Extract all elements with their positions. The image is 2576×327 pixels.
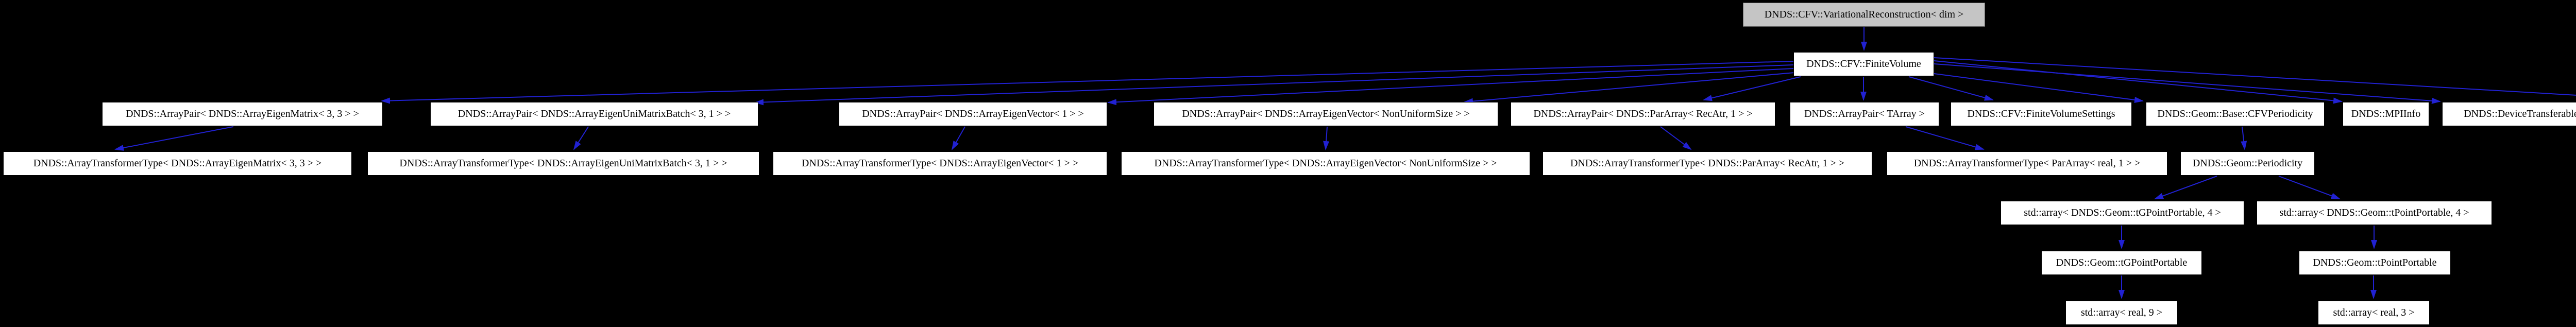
edge-pair-tarray-to-xform-pararray-real: [1905, 126, 1985, 150]
graph-node-xform-eigenvector1[interactable]: DNDS::ArrayTransformerType< DNDS::ArrayE…: [773, 151, 1107, 176]
graph-node-pair-eigenmatrix[interactable]: DNDS::ArrayPair< DNDS::ArrayEigenMatrix<…: [102, 102, 383, 126]
graph-node-pair-unimatrixbatch[interactable]: DNDS::ArrayPair< DNDS::ArrayEigenUniMatr…: [430, 102, 758, 126]
edge-finite-volume-to-pair-unimatrixbatch: [754, 64, 1794, 106]
graph-node-array-real9[interactable]: std::array< real, 9 >: [2065, 301, 2178, 325]
edge-finite-volume-to-finite-volume-settings: [1908, 76, 1994, 101]
graph-node-xform-eigenmatrix[interactable]: DNDS::ArrayTransformerType< DNDS::ArrayE…: [3, 151, 352, 176]
graph-node-xform-pararray-real[interactable]: DNDS::ArrayTransformerType< ParArray< re…: [1887, 151, 2167, 176]
graph-node-tpointportable[interactable]: DNDS::Geom::tPointPortable: [2299, 251, 2451, 275]
graph-node-tgpointportable[interactable]: DNDS::Geom::tGPointPortable: [2041, 251, 2202, 275]
edge-pair-pararray-recatr-to-xform-pararray-recatr: [1660, 126, 1692, 150]
graph-node-pair-eigenvector1[interactable]: DNDS::ArrayPair< DNDS::ArrayEigenVector<…: [839, 102, 1107, 126]
graph-node-variational-reconstruction[interactable]: DNDS::CFV::VariationalReconstruction< di…: [1743, 3, 1985, 27]
graph-node-xform-pararray-recatr[interactable]: DNDS::ArrayTransformerType< DNDS::ParArr…: [1543, 151, 1872, 176]
edge-finite-volume-to-pair-pararray-recatr: [1703, 76, 1801, 101]
edge-finite-volume-to-std-set-index: [1934, 57, 2576, 96]
edge-pair-eigenvector1-to-xform-eigenvector1: [952, 126, 965, 150]
graph-node-geom-periodicity[interactable]: DNDS::Geom::Periodicity: [2180, 151, 2315, 176]
edge-finite-volume-to-pair-eigenvector-nus: [1464, 72, 1795, 105]
edge-finite-volume-to-mpi-info: [1934, 60, 2343, 104]
edge-finite-volume-to-cfv-periodicity: [1934, 73, 2144, 103]
edge-finite-volume-to-pair-eigenvector1: [1107, 68, 1794, 106]
edge-geom-periodicity-to-array-tgpointportable4: [2154, 176, 2217, 199]
edge-pair-eigenmatrix-to-xform-eigenmatrix: [114, 126, 234, 151]
graph-node-xform-unimatrixbatch[interactable]: DNDS::ArrayTransformerType< DNDS::ArrayE…: [367, 151, 759, 176]
edge-cfv-periodicity-to-geom-periodicity: [2241, 126, 2247, 150]
graph-node-pair-eigenvector-nus[interactable]: DNDS::ArrayPair< DNDS::ArrayEigenVector<…: [1154, 102, 1498, 126]
graph-node-device-transferable[interactable]: DNDS::DeviceTransferable< FiniteVolume >: [2442, 102, 2576, 126]
graph-node-finite-volume[interactable]: DNDS::CFV::FiniteVolume: [1793, 52, 1934, 76]
graph-node-array-tpointportable4[interactable]: std::array< DNDS::Geom::tPointPortable, …: [2257, 201, 2492, 225]
graph-node-finite-volume-settings[interactable]: DNDS::CFV::FiniteVolumeSettings: [1951, 102, 2132, 126]
graph-node-xform-eigenvector-nus[interactable]: DNDS::ArrayTransformerType< DNDS::ArrayE…: [1121, 151, 1530, 176]
graph-node-pair-tarray[interactable]: DNDS::ArrayPair< TArray >: [1790, 102, 1939, 126]
edge-finite-volume-to-device-transferable: [1934, 63, 2441, 104]
graph-node-cfv-periodicity[interactable]: DNDS::Geom::Base::CFVPeriodicity: [2146, 102, 2325, 126]
edge-pair-unimatrixbatch-to-xform-unimatrixbatch: [573, 126, 589, 150]
edge-finite-volume-to-pair-eigenmatrix: [381, 61, 1794, 104]
graph-node-array-real3[interactable]: std::array< real, 3 >: [2318, 301, 2430, 325]
graph-node-pair-pararray-recatr[interactable]: DNDS::ArrayPair< DNDS::ParArray< RecAtr,…: [1511, 102, 1775, 126]
edge-geom-periodicity-to-array-tpointportable4: [2278, 176, 2341, 199]
graph-node-mpi-info[interactable]: DNDS::MPIInfo: [2343, 102, 2429, 126]
graph-node-array-tgpointportable4[interactable]: std::array< DNDS::Geom::tGPointPortable,…: [2001, 201, 2244, 225]
edge-pair-eigenvector-nus-to-xform-eigenvector-nus: [1323, 126, 1330, 150]
